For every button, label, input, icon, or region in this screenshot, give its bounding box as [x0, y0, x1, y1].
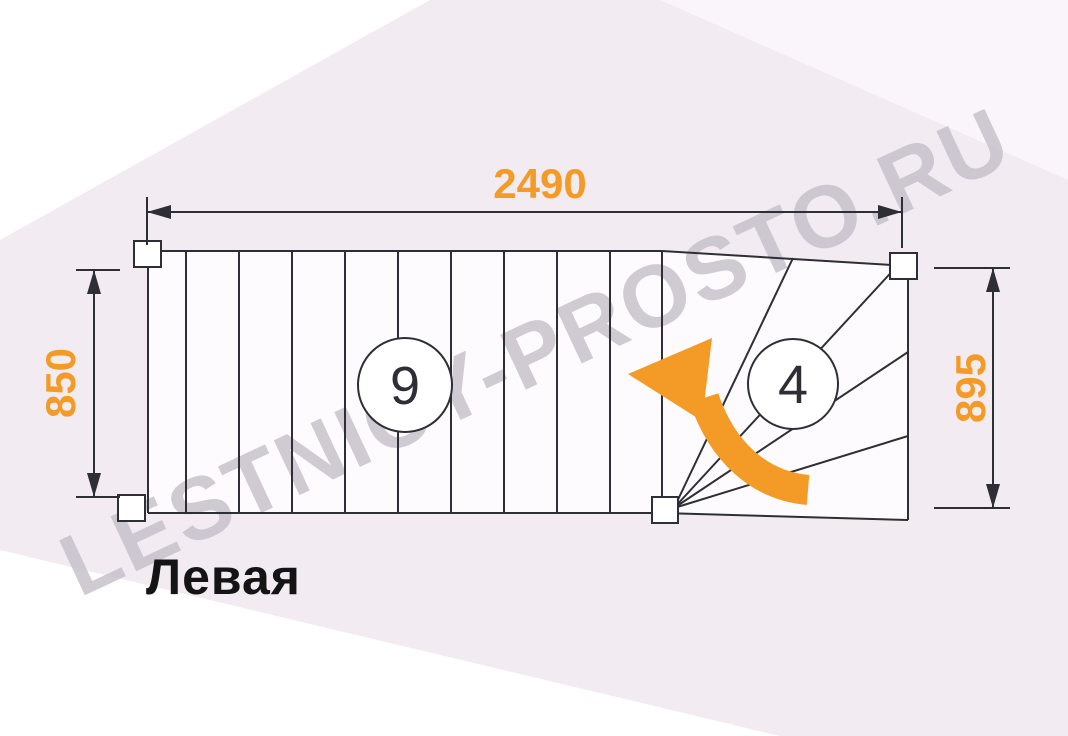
step-count-winder-label: 4: [778, 355, 808, 415]
dimension-height-left: 850: [37, 269, 120, 498]
step-count-circle: [747, 338, 839, 430]
arrowhead-right-icon: [878, 205, 902, 219]
arrowhead-down-icon: [986, 484, 1000, 508]
arrowhead-up-icon: [986, 268, 1000, 292]
newel-posts: [117, 240, 918, 524]
background-accent-top-left: [0, 0, 430, 240]
page-title: Левая: [146, 549, 301, 605]
turn-arrow-tail: [689, 392, 810, 505]
dimension-width-lines: [146, 197, 903, 248]
arrowhead-down-icon: [87, 473, 101, 497]
step-count-straight-label: 9: [390, 356, 420, 416]
winder-bottom-edge: [661, 512, 909, 521]
step-count-circle: [357, 337, 453, 433]
dimension-width-label: 2490: [493, 160, 586, 207]
dimension-height-right-label: 895: [947, 353, 994, 423]
dimension-height-right: 895: [934, 267, 1010, 509]
step-count-straight: 9: [357, 337, 453, 433]
dimension-height-left-lines: [76, 269, 120, 498]
turn-arrow-head: [628, 338, 712, 421]
arrowhead-left-icon: [147, 205, 171, 219]
winder-step-line: [673, 351, 909, 509]
background-accent-top-right: [660, 0, 1068, 180]
newel-post-bottom-left: [117, 494, 146, 522]
winder-top-edge: [661, 250, 909, 267]
dimension-height-left-label: 850: [37, 348, 84, 418]
step-count-winder: 4: [747, 338, 839, 430]
dimension-height-right-lines: [934, 267, 1010, 509]
newel-post-junction: [651, 496, 679, 524]
dimension-width: 2490: [146, 160, 903, 248]
winder-step-line: [673, 257, 794, 509]
newel-post-top-right: [889, 252, 918, 280]
background-accent-bottom-left: [0, 550, 780, 736]
arrowhead-up-icon: [87, 270, 101, 294]
turn-direction-arrow-icon: [628, 338, 810, 505]
